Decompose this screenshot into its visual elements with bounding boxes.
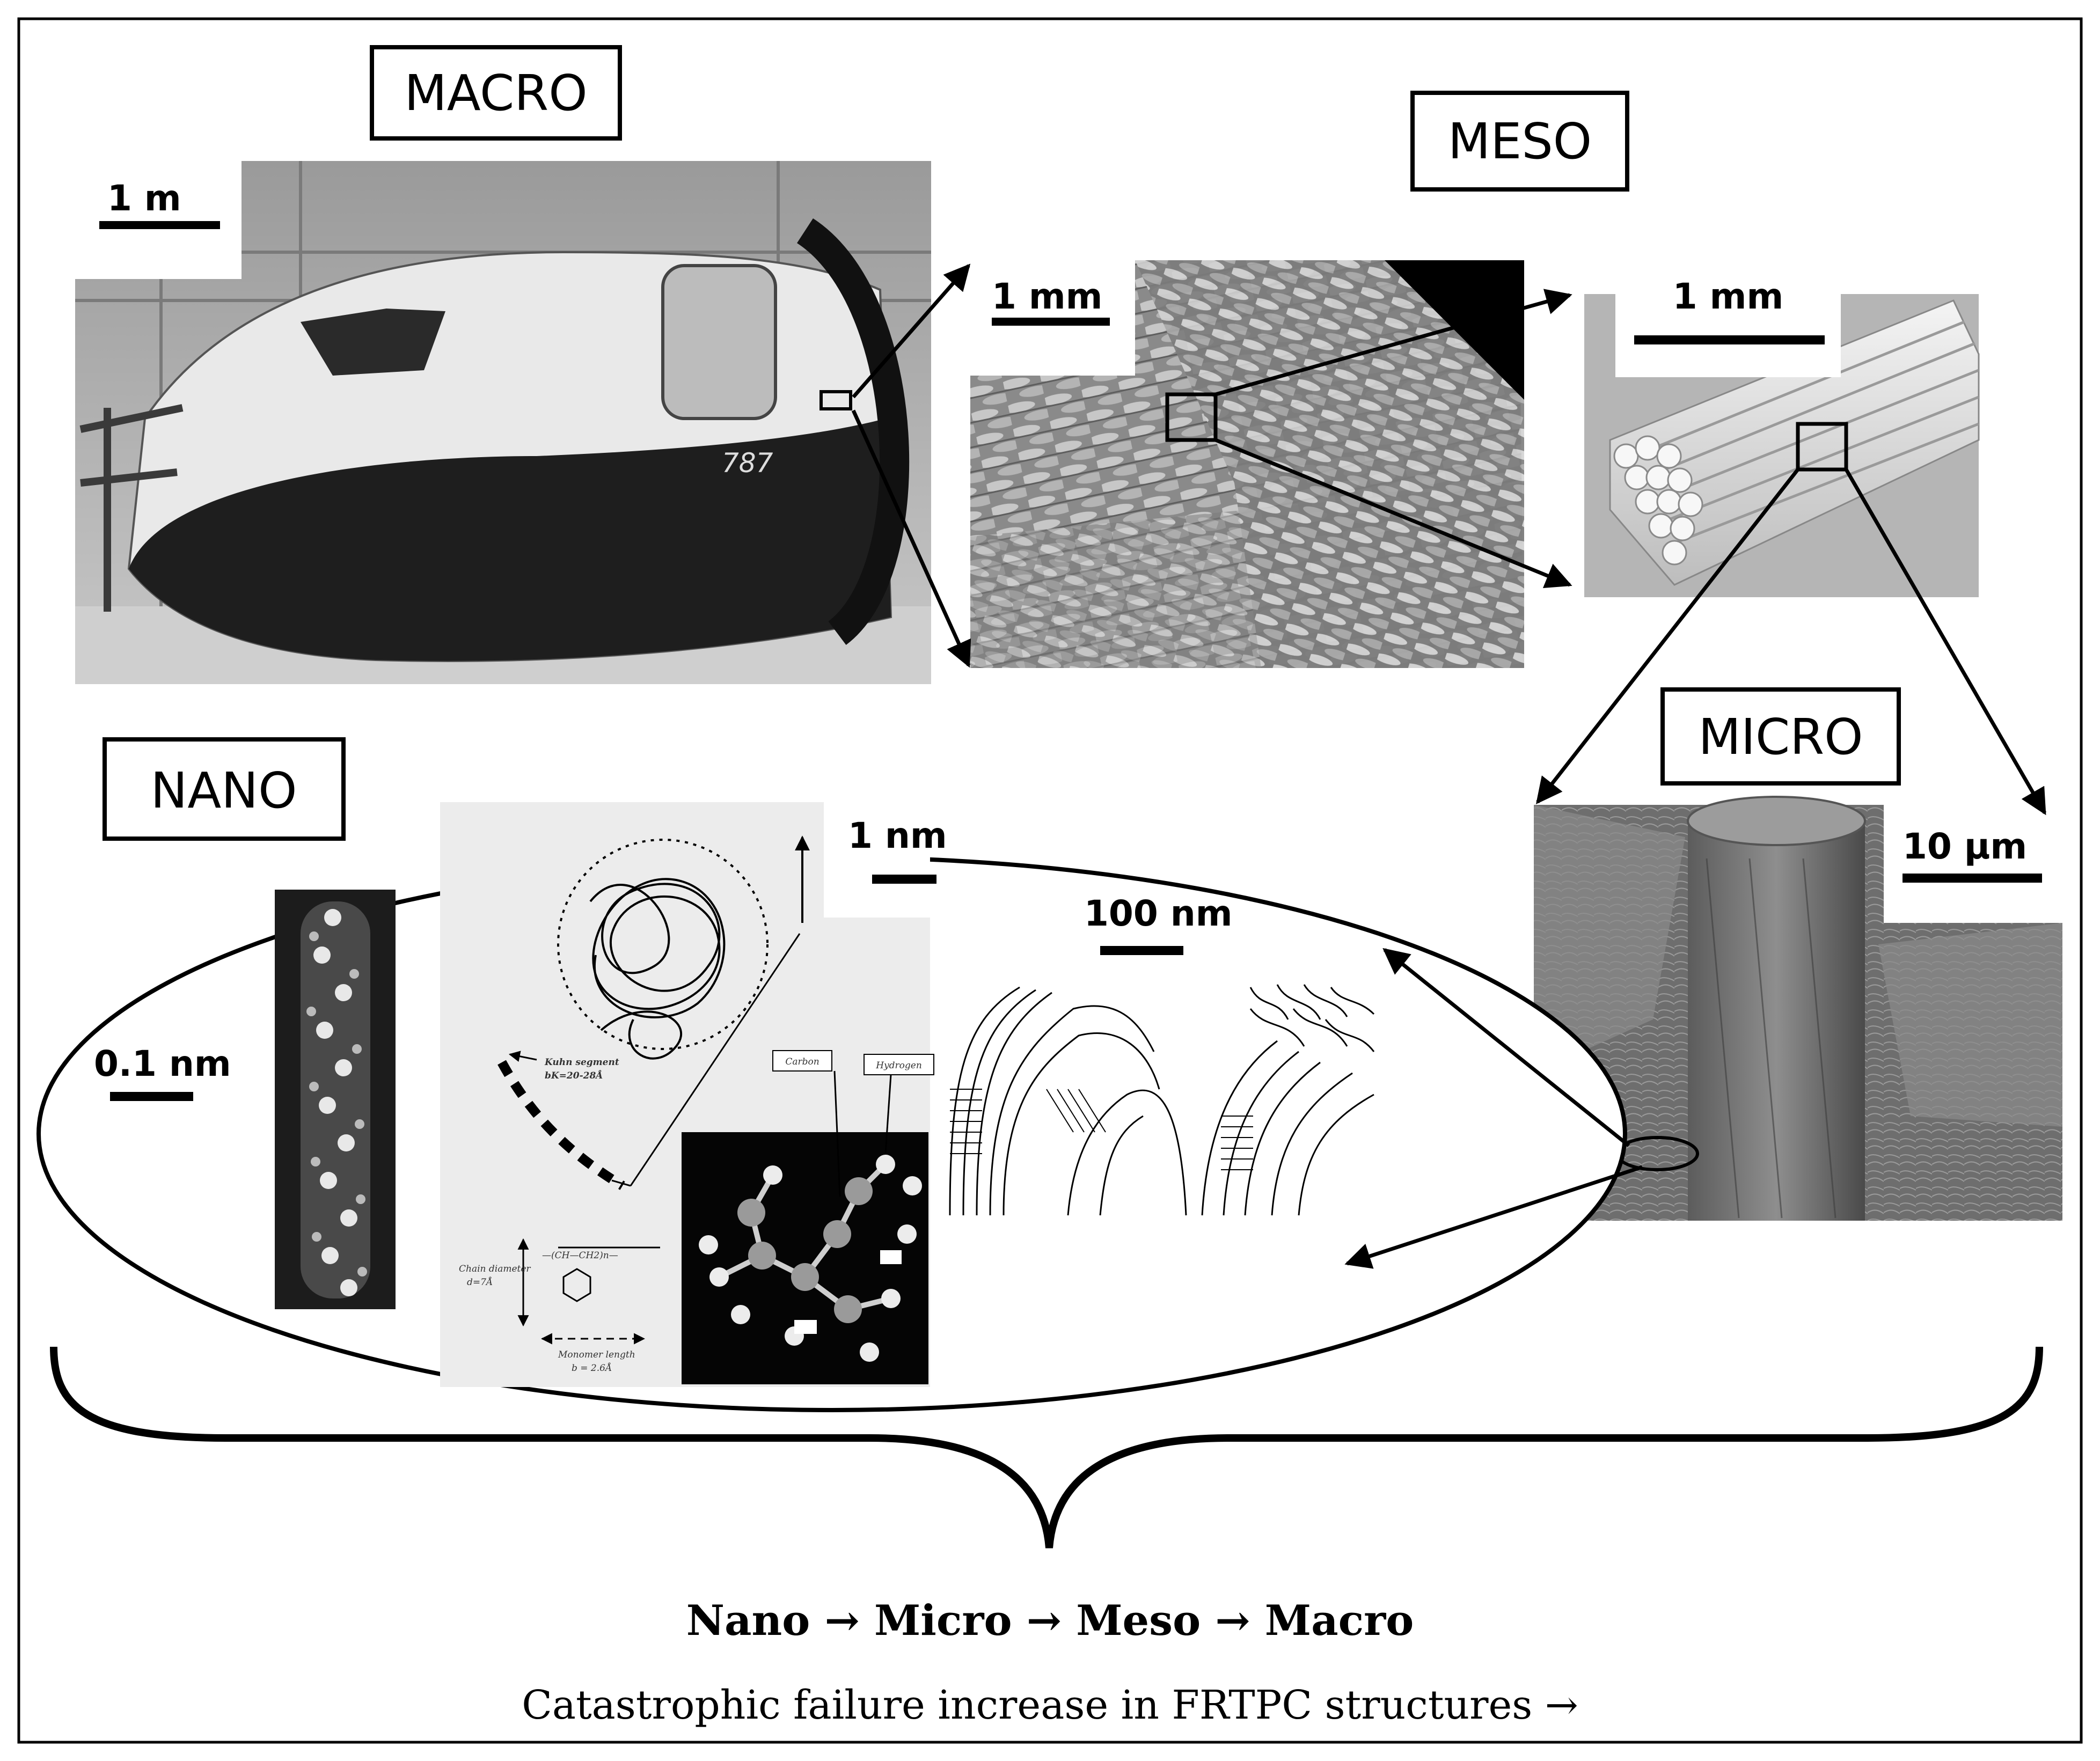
- kuhn-value-label: bK=20-28Å: [545, 1069, 603, 1081]
- nano-ball-stick-model: [682, 1132, 928, 1384]
- micro-sem-photo: [1534, 796, 2062, 1221]
- macro-label: MACRO: [404, 64, 587, 122]
- monomer-value-label: b = 2.6Å: [572, 1362, 612, 1374]
- chain-diameter-label: Chain diameter: [459, 1264, 531, 1274]
- scale-brace: [50, 1346, 2043, 1549]
- meso-fiber-bundle: [1584, 294, 1980, 597]
- macro-detail-box: [819, 390, 852, 410]
- meso-label-box: [1410, 91, 1629, 192]
- repeat-unit-label: —(CH—CH2)n—: [542, 1250, 618, 1261]
- scale-label-meso-bundle: 1 mm: [1673, 276, 1783, 317]
- nano-label-box: [103, 737, 346, 841]
- fuselage-model-label: 787: [722, 447, 773, 479]
- monomer-length-label: Monomer length: [558, 1349, 635, 1360]
- scale-bar-macro: [99, 221, 220, 229]
- macro-photo: 787: [75, 161, 931, 684]
- meso-detail-box: [1165, 392, 1218, 442]
- scale-label-meso-weave: 1 mm: [992, 276, 1102, 317]
- scale-bar-meso-weave: [992, 318, 1110, 326]
- chain-diameter-value: d=7Å: [467, 1276, 493, 1288]
- scale-label-nano-lamella: 100 nm: [1084, 893, 1233, 934]
- micro-label: MICRO: [1698, 708, 1863, 766]
- scale-label-nano-chain: 1 nm: [848, 815, 947, 856]
- micro-label-box: [1660, 687, 1901, 786]
- scale-bar-nano-chain: [872, 875, 936, 884]
- nano-lamellae-drawing: [942, 979, 1382, 1218]
- meso-label: MESO: [1448, 113, 1592, 170]
- bundle-detail-box: [1796, 422, 1848, 472]
- scale-sequence-caption: Nano → Micro → Meso → Macro: [686, 1596, 1414, 1645]
- scale-label-nano-atom: 0.1 nm: [94, 1043, 231, 1084]
- failure-statement-caption: Catastrophic failure increase in FRTPC s…: [522, 1682, 1578, 1728]
- scale-label-macro: 1 m: [107, 178, 181, 219]
- scale-label-micro: 10 μm: [1903, 826, 2027, 867]
- scale-bar-nano-atom: [110, 1092, 193, 1101]
- nano-atom-chain: [275, 890, 396, 1309]
- nano-label: NANO: [151, 762, 297, 819]
- scale-bar-meso-bundle: [1634, 335, 1825, 344]
- carbon-label: Carbon: [785, 1056, 819, 1067]
- scale-bar-nano-lamella: [1100, 946, 1183, 955]
- macro-label-box: [370, 45, 622, 141]
- scale-bar-micro: [1903, 874, 2042, 883]
- meso-weave-photo: [970, 260, 1524, 668]
- kuhn-segment-label: Kuhn segment: [544, 1057, 619, 1068]
- scale-connector-arrows: [851, 263, 2047, 1269]
- hydrogen-label: Hydrogen: [875, 1060, 922, 1071]
